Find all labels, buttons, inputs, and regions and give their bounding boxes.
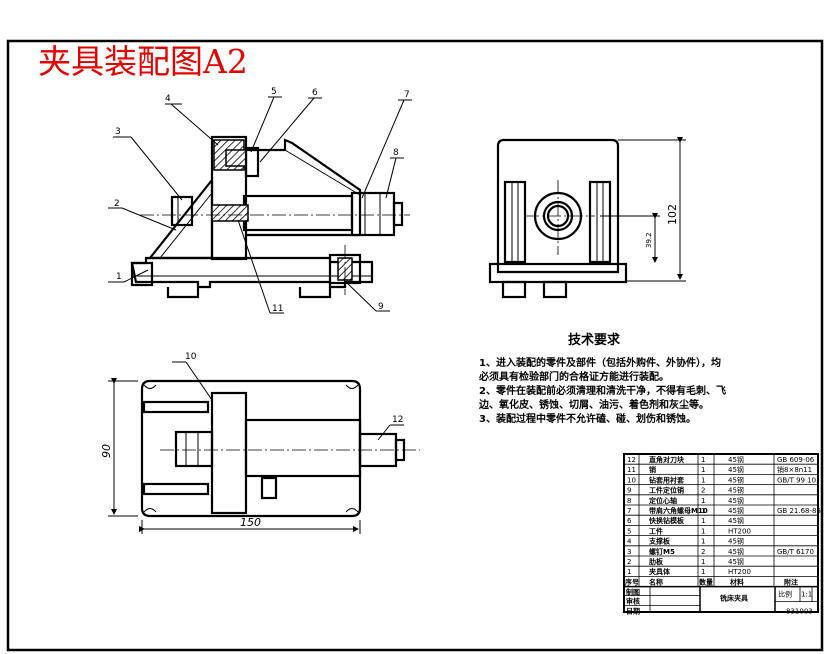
part-no: 8 [627,497,631,505]
part-name: 螺钉M5 [649,547,675,556]
tb-checked: 审核 [626,597,640,606]
part-name: 工件定位销 [649,486,684,495]
part-qty: 2 [701,487,705,495]
balloon-7: 7 [404,90,410,100]
part-standard: GB 609-06 [777,456,815,464]
part-qty: 1 [701,466,705,474]
tech-req-line-2: 必须具有检验部门的合格证方能进行装配。 [478,370,669,383]
part-standard: GB 21.68-85 [777,507,821,515]
part-name: 定位心轴 [649,496,677,505]
dim-sub-height: 39.2 [645,232,653,248]
balloon-5: 5 [271,87,277,97]
part-no: 10 [627,476,636,484]
part-material: 45钢 [728,496,744,505]
part-qty: 1 [701,517,705,525]
part-material: HT200 [728,568,751,576]
side-view: 102 39.2 [488,137,686,299]
tb-scale-value: 1:1 [801,591,812,599]
dim-side-height: 90 [100,444,113,458]
front-view: 4 3 2 1 5 6 7 8 11 9 [108,87,412,314]
outer-border [6,39,824,652]
part-qty: 2 [701,548,705,556]
part-no: 4 [627,538,632,546]
part-name: 直角对刀块 [649,455,685,464]
part-no: 7 [627,507,631,515]
part-no: 11 [627,466,636,474]
part-qty: 1 [701,456,705,464]
tech-req-line-4: 边、氧化皮、锈蚀、切屑、油污、着色剂和灰尘等。 [478,398,709,411]
part-name: 支撑板 [648,537,671,546]
technical-requirements: 技术要求 1、进入装配的零件及部件（包括外购件、外协件），均 必须具有检验部门的… [478,332,726,425]
drawing-title: 夹具装配图A2 [38,42,248,81]
balloon-3: 3 [115,127,121,137]
part-qty: 1 [701,507,705,515]
part-qty: 1 [701,527,705,535]
top-view: 10 12 90 150 [100,352,420,534]
tech-req-line-1: 1、进入装配的零件及部件（包括外购件、外协件），均 [479,356,721,369]
header-name: 名称 [649,577,663,586]
part-material: 45钢 [728,455,744,464]
part-standard: GB/T 6170 [777,548,814,556]
balloon-1: 1 [116,272,122,282]
part-name: 快换钻模板 [649,516,685,525]
part-qty: 1 [701,568,705,576]
part-material: 45钢 [728,475,744,484]
tech-req-line-3: 2、零件在装配前必须清理和清洗干净，不得有毛刺、飞 [479,384,726,397]
balloon-8: 8 [393,148,399,158]
balloon-12: 12 [392,415,403,425]
part-no: 2 [627,558,631,566]
tb-name: 铣床夹具 [719,594,748,603]
part-no: 1 [627,568,631,576]
part-name: 钻套用衬套 [649,475,685,484]
part-material: 45钢 [728,465,744,474]
balloon-4: 4 [165,94,171,104]
part-name: 工件 [649,526,663,535]
part-name: 销 [648,465,656,474]
part-qty: 1 [701,558,705,566]
header-remark: 附注 [784,577,798,586]
parts-list-frame [623,453,819,613]
tech-req-line-5: 3、装配过程中零件不允许磕、碰、划伤和锈蚀。 [479,412,696,425]
dim-height: 102 [666,204,679,225]
tb-scale-label: 比例 [778,590,792,599]
part-material: 45钢 [728,547,744,556]
part-no: 6 [627,517,632,525]
part-material: 45钢 [728,537,744,546]
part-qty: 1 [701,476,705,484]
part-material: HT200 [728,527,751,535]
balloon-10: 10 [185,352,197,362]
part-material: 45钢 [728,506,744,515]
tb-code: 831003 [786,608,813,616]
header-qty: 数量 [699,577,713,586]
tb-drawn: 制图 [626,588,640,597]
part-qty: 1 [701,538,705,546]
part-no: 9 [627,487,631,495]
part-qty: 1 [701,497,705,505]
part-material: 45钢 [728,557,744,566]
part-standard: 销8×8n11 [777,465,812,474]
part-name: 夹具体 [649,567,671,576]
balloon-9: 9 [378,302,384,312]
balloon-6: 6 [312,88,318,98]
part-material: 45钢 [728,486,744,495]
balloon-2: 2 [114,199,120,209]
part-standard: GB/T 99 10 [777,476,816,484]
tech-req-heading: 技术要求 [568,332,621,348]
dim-width: 150 [240,516,261,529]
part-name: 肋板 [649,557,664,566]
part-no: 5 [627,527,631,535]
part-no: 12 [627,456,636,464]
header-no: 序号 [624,577,639,586]
part-no: 3 [627,548,631,556]
tb-date: 日期 [626,607,640,616]
part-name: 带肩六角螺母M10 [649,506,708,515]
header-material: 材料 [729,577,744,586]
part-material: 45钢 [728,516,744,525]
balloon-11: 11 [272,304,283,314]
